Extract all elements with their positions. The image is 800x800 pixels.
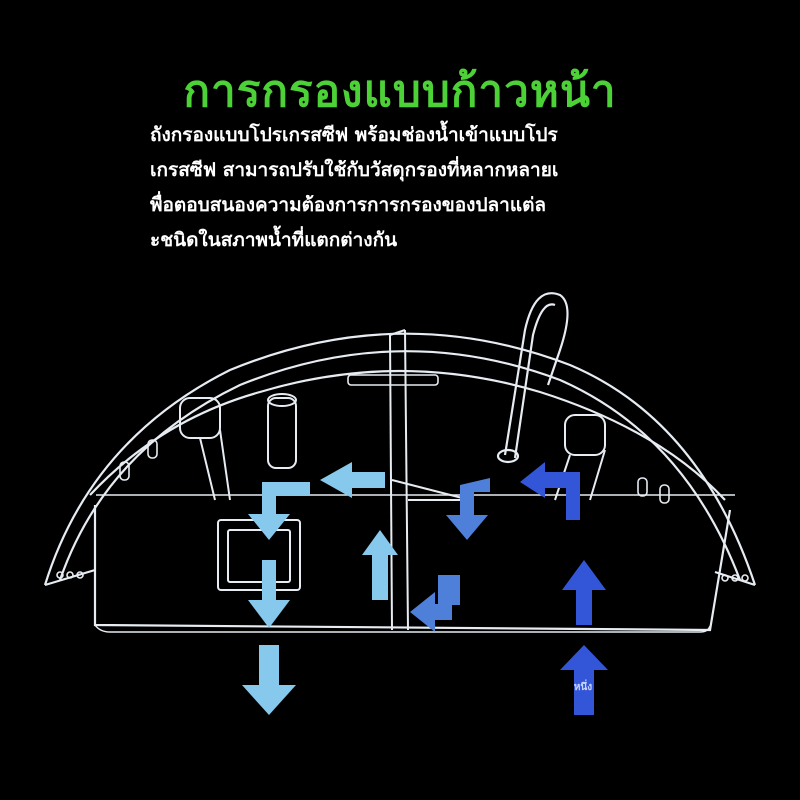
page-title: การกรองแบบก้าวหน้า [183, 66, 617, 117]
filter-box-shell [43, 332, 757, 633]
description-line: เกรสซีฟ สามารถปรับใช้กับวัสดุกรองที่หลาก… [150, 159, 559, 181]
tube-posts [179, 393, 606, 501]
filter-media-block [217, 519, 301, 591]
inlet-pipe [496, 292, 569, 464]
description-line: ถังกรองแบบโปรเกรสซีฟ พร้อมช่องน้ำเข้าแบบ… [150, 124, 558, 146]
flow-arrows-dark [520, 462, 608, 715]
inlet-arrow-label: หนึ่ง [573, 682, 593, 693]
flow-arrows-mid [410, 478, 490, 632]
description-line: ะชนิดในสภาพน้ำที่แตกต่างกัน [150, 229, 398, 251]
flow-arrows-light [242, 462, 398, 715]
vent-slots [56, 374, 749, 582]
description-block: ถังกรองแบบโปรเกรสซีฟ พร้อมช่องน้ำเข้าแบบ… [150, 118, 650, 258]
center-divider [389, 329, 471, 631]
description-line: พื่อตอบสนองความต้องการการกรองของปลาแต่ล [150, 194, 547, 216]
